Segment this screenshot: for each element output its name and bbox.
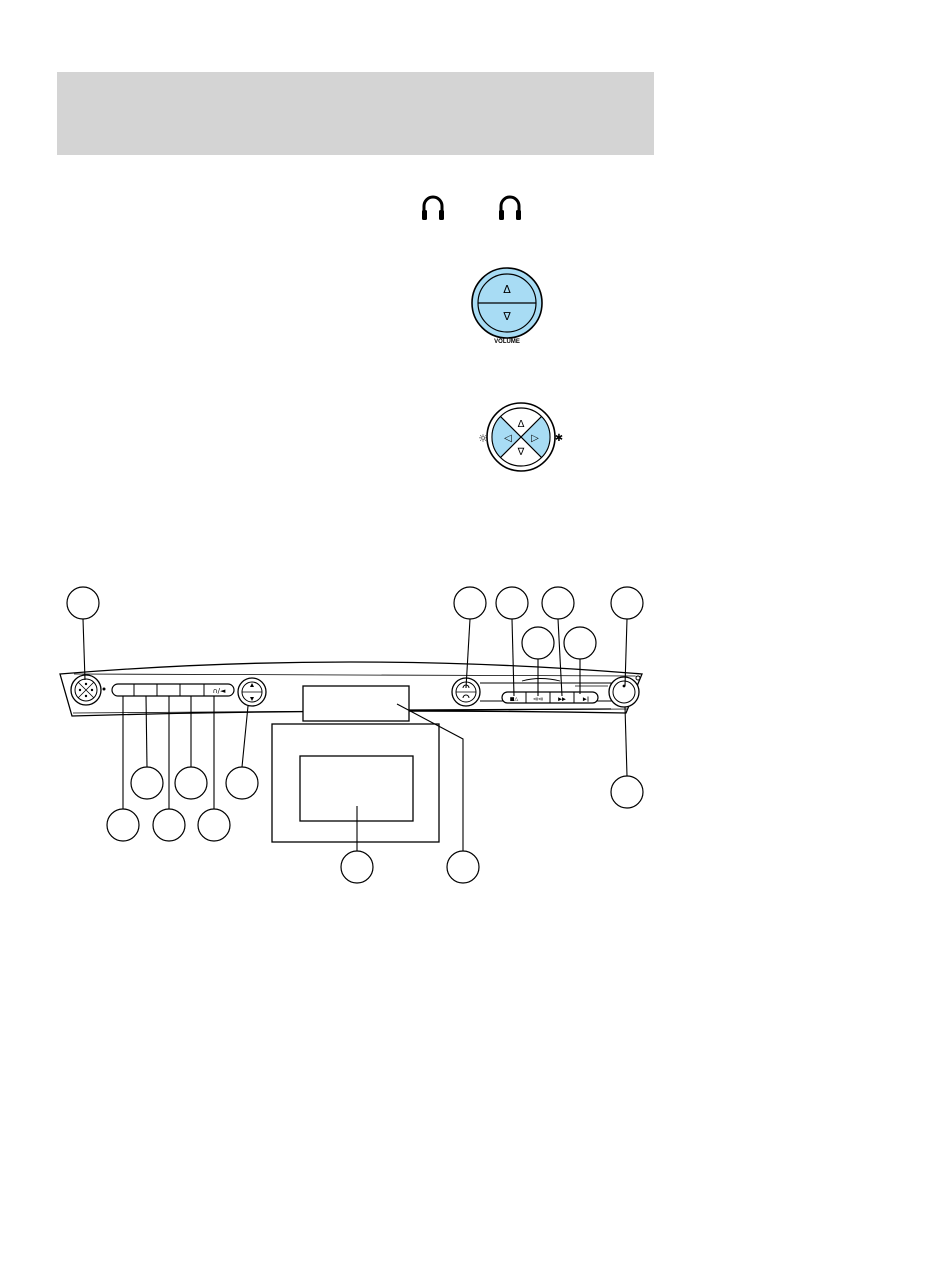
- callout-screen: [341, 851, 373, 883]
- callout-button-1: [107, 809, 139, 841]
- forward-button[interactable]: ▶▶: [558, 697, 566, 703]
- power-knob[interactable]: [609, 677, 639, 707]
- callout-button-4: [175, 767, 207, 799]
- callout-display: [447, 851, 479, 883]
- callout-forward: [542, 587, 574, 619]
- brightness-down-glyph[interactable]: ∇: [517, 447, 525, 458]
- brightness-right-glyph[interactable]: ▷: [531, 433, 539, 444]
- display-window: [303, 686, 409, 721]
- callout-left-knob: [67, 587, 99, 619]
- callout-power: [611, 587, 643, 619]
- left-knob[interactable]: [71, 675, 101, 705]
- volume-up-glyph[interactable]: Δ: [503, 283, 511, 296]
- volume-label: VOLUME: [494, 339, 520, 345]
- source-button-label[interactable]: ∩/◄: [213, 687, 226, 695]
- brightness-left-glyph[interactable]: ◁: [504, 433, 512, 444]
- transport-buttons[interactable]: ■△ ⧏⧏ ▶▶ ▶‖: [502, 692, 598, 703]
- video-screen: [272, 724, 439, 842]
- callout-button-3: [153, 809, 185, 841]
- power-indicator: [636, 676, 640, 680]
- callout-button-2: [131, 767, 163, 799]
- dim-icon: ☼: [478, 432, 488, 445]
- brightness-control[interactable]: Δ ∇ ◁ ▷: [487, 403, 555, 471]
- callout-power-lower: [611, 776, 643, 808]
- disc-slot-lip: [522, 679, 560, 682]
- volume-down-glyph[interactable]: ∇: [502, 310, 511, 323]
- brightness-up-glyph[interactable]: Δ: [518, 419, 525, 430]
- callout-source-button: [198, 809, 230, 841]
- bright-icon: ✱: [555, 433, 563, 444]
- rewind-button[interactable]: ⧏⧏: [533, 697, 543, 703]
- play-pause-button[interactable]: ▶‖: [583, 697, 589, 703]
- callout-play-pause: [564, 627, 596, 659]
- left-button-strip[interactable]: ∩/◄: [112, 684, 234, 696]
- indicator-dot: [103, 688, 106, 691]
- left-volume-knob[interactable]: [238, 678, 266, 706]
- callout-rewind: [522, 627, 554, 659]
- stop-eject-button[interactable]: ■△: [510, 697, 519, 703]
- volume-control[interactable]: Δ ∇ VOLUME: [472, 268, 542, 345]
- callout-volume-knob: [226, 767, 258, 799]
- callout-stop-eject: [496, 587, 528, 619]
- callout-headphone-knob: [454, 587, 486, 619]
